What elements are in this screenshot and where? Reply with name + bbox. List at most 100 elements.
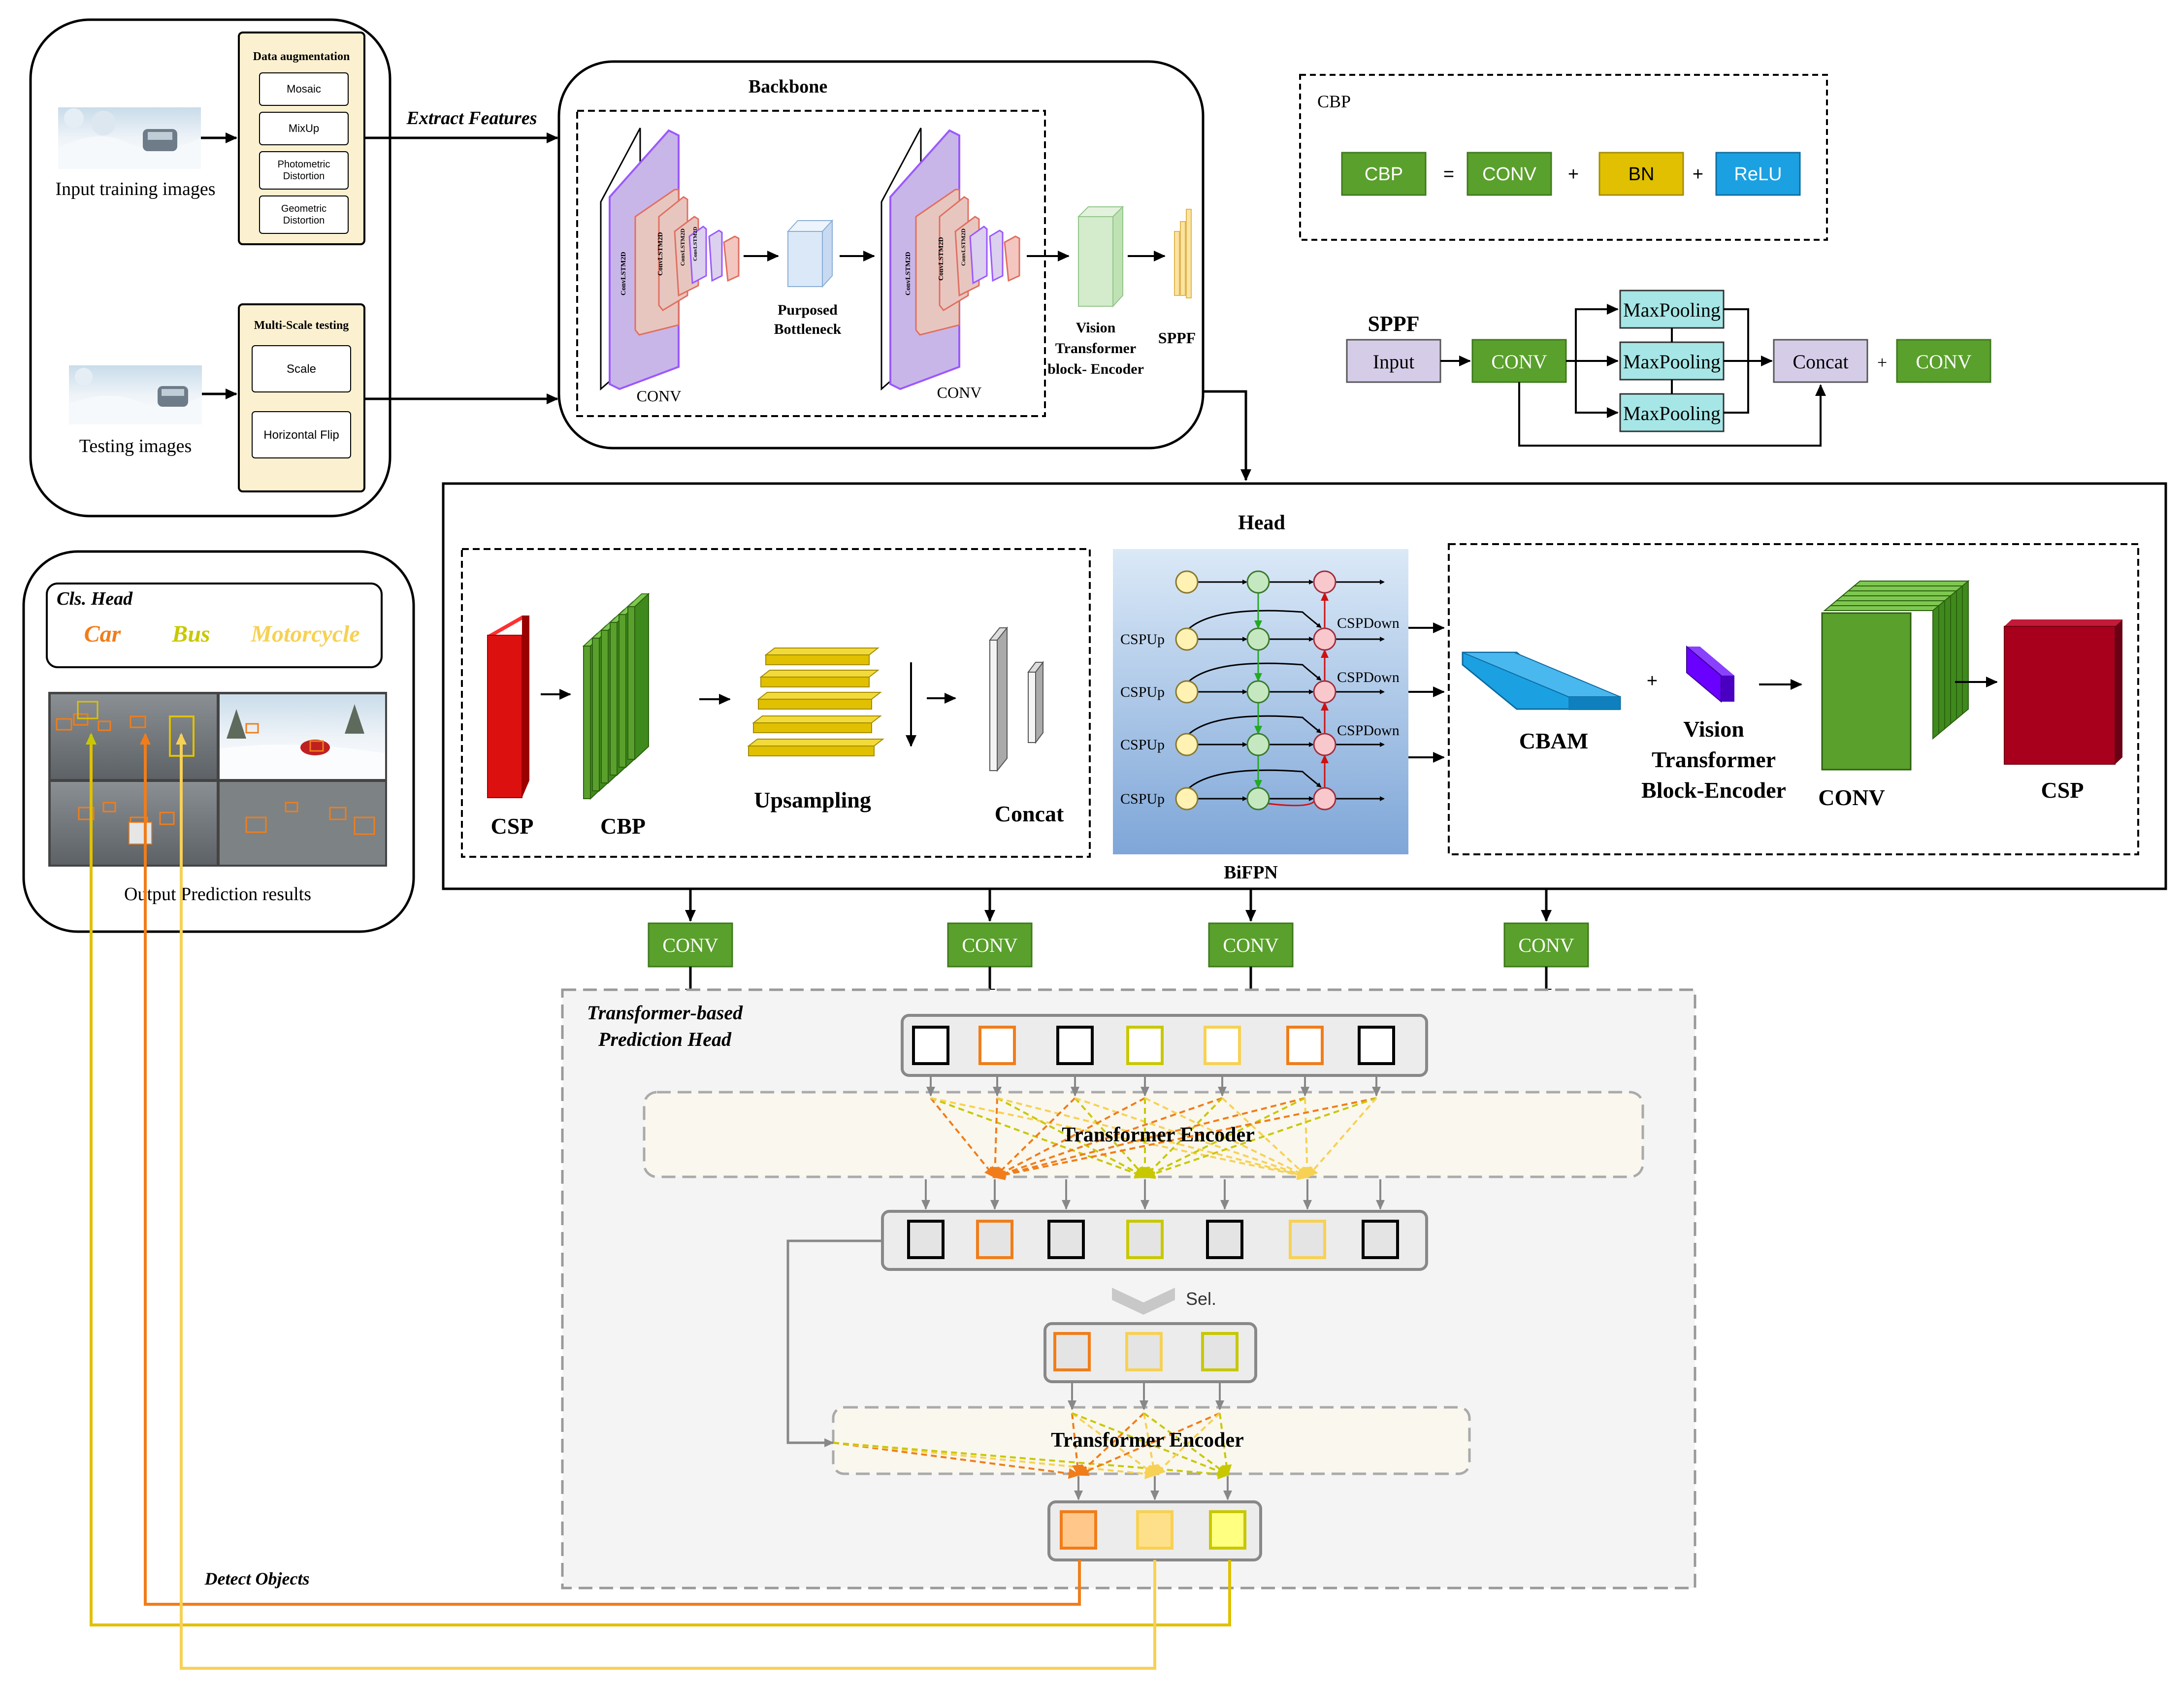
multiscale-box: Multi-Scale testing Scale Horizontal Fli…: [238, 303, 365, 492]
head-conv-text: CONV: [1518, 934, 1574, 956]
cbp-plate: [583, 646, 591, 799]
encoder-2-label: Transformer Encoder: [1051, 1429, 1244, 1452]
attn-line: [930, 1097, 1309, 1180]
attn-line: [1143, 1097, 1305, 1178]
token-row-2: [907, 1220, 1399, 1259]
csp-block: [487, 616, 529, 798]
convlstm-label-1c: ConvLSTM2D: [679, 228, 686, 266]
bifpn-node-mid: [1246, 570, 1270, 594]
training-image: [58, 107, 201, 169]
sel-label: Sel.: [1186, 1289, 1216, 1309]
attn-line: [1306, 1097, 1377, 1179]
attn-line: [1143, 1097, 1223, 1178]
upsampling-plate: [760, 677, 870, 687]
token-row-final: [1060, 1510, 1246, 1550]
train-label: Input training images: [55, 179, 215, 199]
conv-plate-side: [1932, 604, 1939, 740]
attn2-line: [1143, 1413, 1159, 1477]
testing-image: [69, 365, 202, 424]
cbp-plate: [610, 622, 618, 776]
bifpn-skip-edge: [1189, 662, 1322, 682]
head-conv-text: CONV: [662, 934, 718, 956]
convlstm-label-1d: ConvLSTM2D: [692, 227, 698, 261]
upsampling-plate-top: [747, 739, 884, 746]
token-selected: [1201, 1332, 1239, 1371]
token-final: [1209, 1510, 1246, 1550]
head-vit-label: Vision Transformer Block-Encoder: [1641, 716, 1786, 803]
bifpn-node-out: [1313, 627, 1336, 651]
upsampling-plate-top: [752, 715, 882, 723]
head-conv-box: [947, 922, 1033, 968]
head-conv-label: CONV: [1818, 785, 1885, 810]
attention-lines-2: [833, 1382, 1232, 1500]
bifpn-node-input: [1175, 733, 1199, 756]
detect-lines: [86, 733, 1231, 1670]
sppf-input: Input: [1373, 351, 1414, 373]
cbp-legend-plus1: +: [1568, 164, 1579, 185]
class-bus: Bus: [171, 621, 210, 647]
conv-block-2: ConvLSTM2D ConvLSTM2D ConvLSTM2D: [880, 128, 1020, 391]
head-conv-stack: [1821, 580, 1970, 771]
ms-title: Multi-Scale testing: [254, 319, 349, 332]
bifpn-node-out: [1313, 733, 1336, 756]
head-upsampling-label: Upsampling: [754, 787, 871, 812]
bifpn-node-mid: [1246, 733, 1270, 756]
attn2-line: [1143, 1412, 1230, 1476]
head-cbp-label: CBP: [600, 813, 646, 839]
token: [1126, 1026, 1164, 1065]
extract-features-label: Extract Features: [406, 108, 537, 129]
conv-plate-top: [1847, 585, 1964, 591]
attn-line: [930, 1097, 996, 1179]
aug-title: Data augmentation: [253, 50, 350, 63]
bottleneck-cube: [786, 219, 834, 288]
cls-head-panel: Cls. Head Car Bus Motorcycle: [22, 550, 415, 933]
vit-block-label: Vision Transformer block- Encoder: [1047, 320, 1144, 377]
augmentation-box: Data augmentation Mosaic MixUp Photometr…: [238, 32, 365, 245]
cbp-plate: [601, 630, 609, 783]
token: [912, 1026, 949, 1065]
head-concat-label: Concat: [995, 801, 1064, 826]
sppf-title: SPPF: [1368, 312, 1419, 336]
prediction-head-title: Transformer-based Prediction Head: [587, 1002, 743, 1050]
convlstm-label-1b: ConvLSTM2D: [657, 232, 664, 276]
bifpn-cspdown-label: CSPDown: [1337, 722, 1400, 739]
attn2-line: [1076, 1412, 1220, 1476]
upsampling-plate: [748, 746, 875, 756]
backbone-conv1-label: CONV: [637, 387, 682, 405]
token: [1289, 1220, 1326, 1259]
bifpn-skip-edge: [1189, 769, 1322, 789]
sppf-diagram: SPPF Input CONV MaxPooling MaxPooling Ma…: [1346, 290, 1991, 447]
cbp-plate: [619, 614, 626, 768]
conv-plate-top: [1829, 600, 1946, 606]
bifpn-node-mid: [1246, 787, 1270, 811]
cbp-legend-title: CBP: [1317, 92, 1351, 111]
aug-item-geometric: Geometric Distortion: [281, 203, 327, 226]
upsampling-plate: [765, 654, 870, 665]
attn-line: [1075, 1097, 1309, 1179]
bifpn-label: BiFPN: [1224, 862, 1278, 883]
token: [1204, 1026, 1241, 1065]
upsampling-plate-top: [764, 648, 880, 655]
class-motorcycle: Motorcycle: [250, 621, 359, 647]
attn-line: [989, 1098, 1001, 1179]
concat-slabs: [988, 626, 1044, 772]
attn-line: [930, 1097, 1147, 1179]
bifpn-cspup-label: CSPUp: [1120, 791, 1165, 807]
bifpn-node-out: [1313, 787, 1336, 811]
bifpn-cspup-label: CSPUp: [1120, 737, 1165, 753]
token-selected: [1125, 1332, 1163, 1371]
head-csp-block: [2004, 619, 2122, 765]
token-row-1: [912, 1026, 1395, 1065]
bifpn-edge: [1268, 800, 1316, 807]
bifpn-cspup-label: CSPUp: [1120, 631, 1165, 648]
token-row-selected: [1053, 1332, 1239, 1371]
head-cbam-label: CBAM: [1519, 728, 1589, 753]
upsampling-stack: [747, 648, 884, 756]
cbp-legend-bn: BN: [1629, 164, 1655, 185]
bifpn-node-out: [1313, 680, 1336, 704]
convlstm-label-2a: ConvLSTM2D: [905, 252, 912, 295]
attn-line: [993, 1097, 1145, 1178]
backbone-conv2-label: CONV: [937, 384, 982, 401]
detect-objects-label: Detect Objects: [204, 1569, 310, 1589]
